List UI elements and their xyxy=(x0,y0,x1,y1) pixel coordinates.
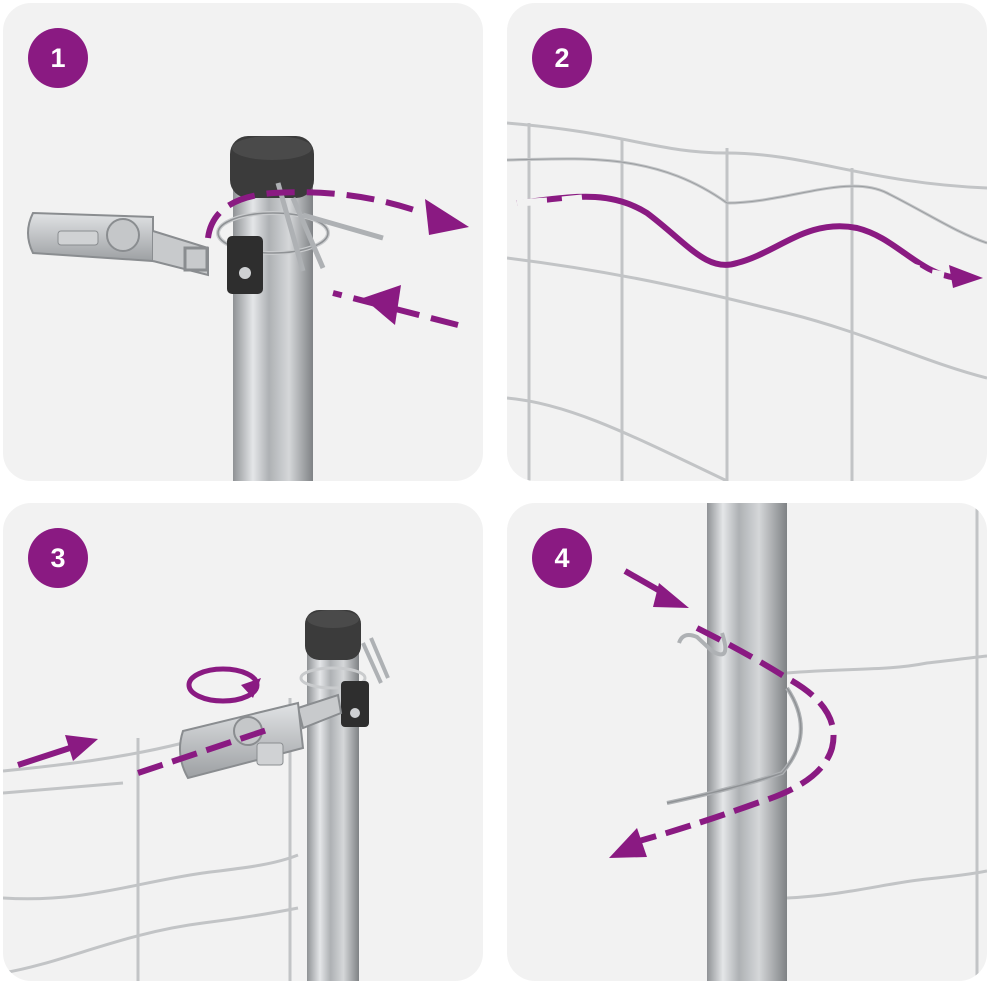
arrow-tension-path xyxy=(137,725,274,776)
arrow-head-weave xyxy=(949,265,983,288)
step-1-badge: 1 xyxy=(28,28,88,88)
arrow-incoming xyxy=(17,744,74,768)
step-2-panel: 2 xyxy=(507,3,987,481)
post xyxy=(233,168,313,481)
arrow-wrap-path xyxy=(631,625,837,846)
step-3-badge: 3 xyxy=(28,528,88,588)
fence-mesh xyxy=(507,121,987,481)
step-4-illustration xyxy=(609,503,987,981)
arrow-head-out xyxy=(609,828,647,858)
step-2-badge: 2 xyxy=(532,28,592,88)
post xyxy=(707,503,787,981)
arrow-wrap-path xyxy=(205,189,425,239)
step-4-badge: 4 xyxy=(532,528,592,588)
clamp xyxy=(341,681,369,727)
arrow-head-in xyxy=(363,285,401,325)
step-2-illustration xyxy=(507,121,987,481)
step-1-panel: 1 xyxy=(3,3,483,481)
arrow-head-out xyxy=(425,199,469,235)
step-3-panel: 3 xyxy=(3,503,483,981)
clamp xyxy=(227,236,263,294)
fence-mesh xyxy=(786,503,987,981)
arrow-weave-path xyxy=(516,193,958,281)
step-1-illustration xyxy=(27,136,469,481)
step-3-illustration xyxy=(3,610,390,981)
step-4-panel: 4 xyxy=(507,503,987,981)
